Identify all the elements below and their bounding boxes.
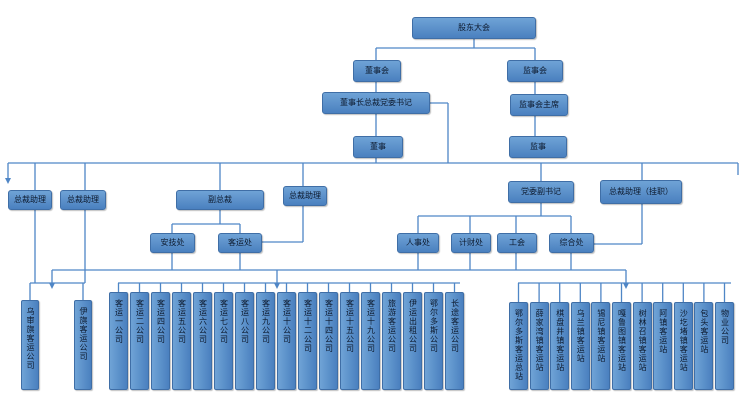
middle-unit-6-label: 客运七公司 <box>219 299 229 344</box>
middle-unit-16-label: 鄂尔多斯公司 <box>429 299 439 353</box>
supervisory-chair-box: 监事会主席 <box>510 94 568 116</box>
right-unit-9: 沙圪堵镇客运站 <box>673 302 693 390</box>
middle-unit-17: 长途客运公司 <box>445 292 464 390</box>
right-unit-3-label: 棋盘井镇客运站 <box>555 309 565 372</box>
middle-unit-2-label: 客运二公司 <box>135 299 145 344</box>
middle-unit-8-label: 客运九公司 <box>261 299 271 344</box>
middle-unit-5-label: 客运六公司 <box>198 299 208 344</box>
middle-unit-13: 客运十九公司 <box>361 292 380 390</box>
right-unit-8: 阿镇客运站 <box>653 302 673 390</box>
middle-unit-15: 伊运出租公司 <box>403 292 422 390</box>
right-unit-6: 嘎鲁图镇客运站 <box>612 302 631 390</box>
union-box: 工会 <box>497 233 537 253</box>
chairman-box: 董事长总裁党委书记 <box>322 92 430 114</box>
right-unit-1: 鄂尔多斯客运总站 <box>509 302 528 390</box>
director-box: 董事 <box>353 136 403 158</box>
right-unit-4-label: 乌兰镇客运站 <box>576 309 586 363</box>
right-unit-11-label: 物业公司 <box>720 309 730 345</box>
right-unit-3: 棋盘井镇客运站 <box>550 302 570 390</box>
assistant-gm-box-2: 总裁助理 <box>60 190 106 210</box>
right-unit-5-label: 锡尼镇客运站 <box>596 309 606 363</box>
middle-unit-16: 鄂尔多斯公司 <box>424 292 443 390</box>
middle-unit-11-label: 客运十四公司 <box>324 299 334 353</box>
right-unit-2-label: 薛家湾镇客运站 <box>535 309 545 372</box>
middle-unit-1-label: 客运一公司 <box>114 299 124 344</box>
party-deputy-secretary-box: 党委副书记 <box>508 181 574 203</box>
right-unit-11: 物业公司 <box>715 302 734 390</box>
finance-office-box: 计财处 <box>451 233 491 253</box>
left-unit-2: 伊旗客运公司 <box>74 300 92 390</box>
assistant-president-parttime-box: 总裁助理（挂职） <box>600 180 682 204</box>
right-unit-4: 乌兰镇客运站 <box>570 302 590 390</box>
right-unit-1-label: 鄂尔多斯客运总站 <box>514 309 524 381</box>
right-unit-10: 包头客运站 <box>694 302 714 390</box>
middle-unit-1: 客运一公司 <box>109 292 128 390</box>
middle-unit-10: 客运十二公司 <box>298 292 317 390</box>
right-unit-7: 树林召镇客运站 <box>632 302 652 390</box>
hr-office-box: 人事处 <box>397 233 439 253</box>
middle-unit-11: 客运十四公司 <box>319 292 338 390</box>
vice-president-box: 副总裁 <box>176 190 264 210</box>
left-unit-1-label: 乌审旗客运公司 <box>26 307 35 370</box>
right-unit-6-label: 嘎鲁图镇客运站 <box>617 309 627 372</box>
right-unit-9-label: 沙圪堵镇客运站 <box>679 309 689 372</box>
assistant-gm-box-1: 总裁助理 <box>8 190 52 210</box>
middle-unit-14-label: 旅游客运公司 <box>387 299 397 353</box>
middle-unit-10-label: 客运十二公司 <box>303 299 313 353</box>
right-unit-7-label: 树林召镇客运站 <box>638 309 648 372</box>
middle-unit-7: 客运八公司 <box>235 292 254 390</box>
middle-unit-5: 客运六公司 <box>193 292 212 390</box>
middle-unit-6: 客运七公司 <box>214 292 233 390</box>
right-unit-2: 薛家湾镇客运站 <box>529 302 549 390</box>
middle-unit-14: 旅游客运公司 <box>382 292 401 390</box>
supervisor-box: 监事 <box>509 136 567 158</box>
middle-unit-7-label: 客运八公司 <box>240 299 250 344</box>
right-unit-5: 锡尼镇客运站 <box>591 302 611 390</box>
left-unit-1: 乌审旗客运公司 <box>21 300 39 390</box>
middle-unit-8: 客运九公司 <box>256 292 275 390</box>
middle-unit-4-label: 客运五公司 <box>177 299 187 344</box>
board-box: 董事会 <box>353 60 401 82</box>
middle-unit-9-label: 客运十公司 <box>282 299 292 344</box>
middle-unit-13-label: 客运十九公司 <box>366 299 376 353</box>
shareholders-meeting-box: 股东大会 <box>412 17 536 39</box>
middle-unit-9: 客运十公司 <box>277 292 296 390</box>
left-unit-2-label: 伊旗客运公司 <box>79 307 88 361</box>
middle-unit-3-label: 客运四公司 <box>156 299 166 344</box>
middle-unit-12: 客运十五公司 <box>340 292 359 390</box>
middle-unit-2: 客运二公司 <box>130 292 149 390</box>
middle-unit-4: 客运五公司 <box>172 292 191 390</box>
right-unit-8-label: 阿镇客运站 <box>658 309 668 354</box>
assistant-president-box: 总裁助理 <box>283 186 327 206</box>
middle-unit-17-label: 长途客运公司 <box>450 299 460 353</box>
middle-unit-3: 客运四公司 <box>151 292 170 390</box>
right-unit-10-label: 包头客运站 <box>699 309 709 354</box>
safety-office-box: 安技处 <box>150 233 195 253</box>
general-office-box: 综合处 <box>549 233 594 253</box>
middle-unit-15-label: 伊运出租公司 <box>408 299 418 353</box>
supervisory-board-box: 监事会 <box>507 60 563 82</box>
middle-unit-12-label: 客运十五公司 <box>345 299 355 353</box>
passenger-office-box: 客运处 <box>218 233 262 253</box>
